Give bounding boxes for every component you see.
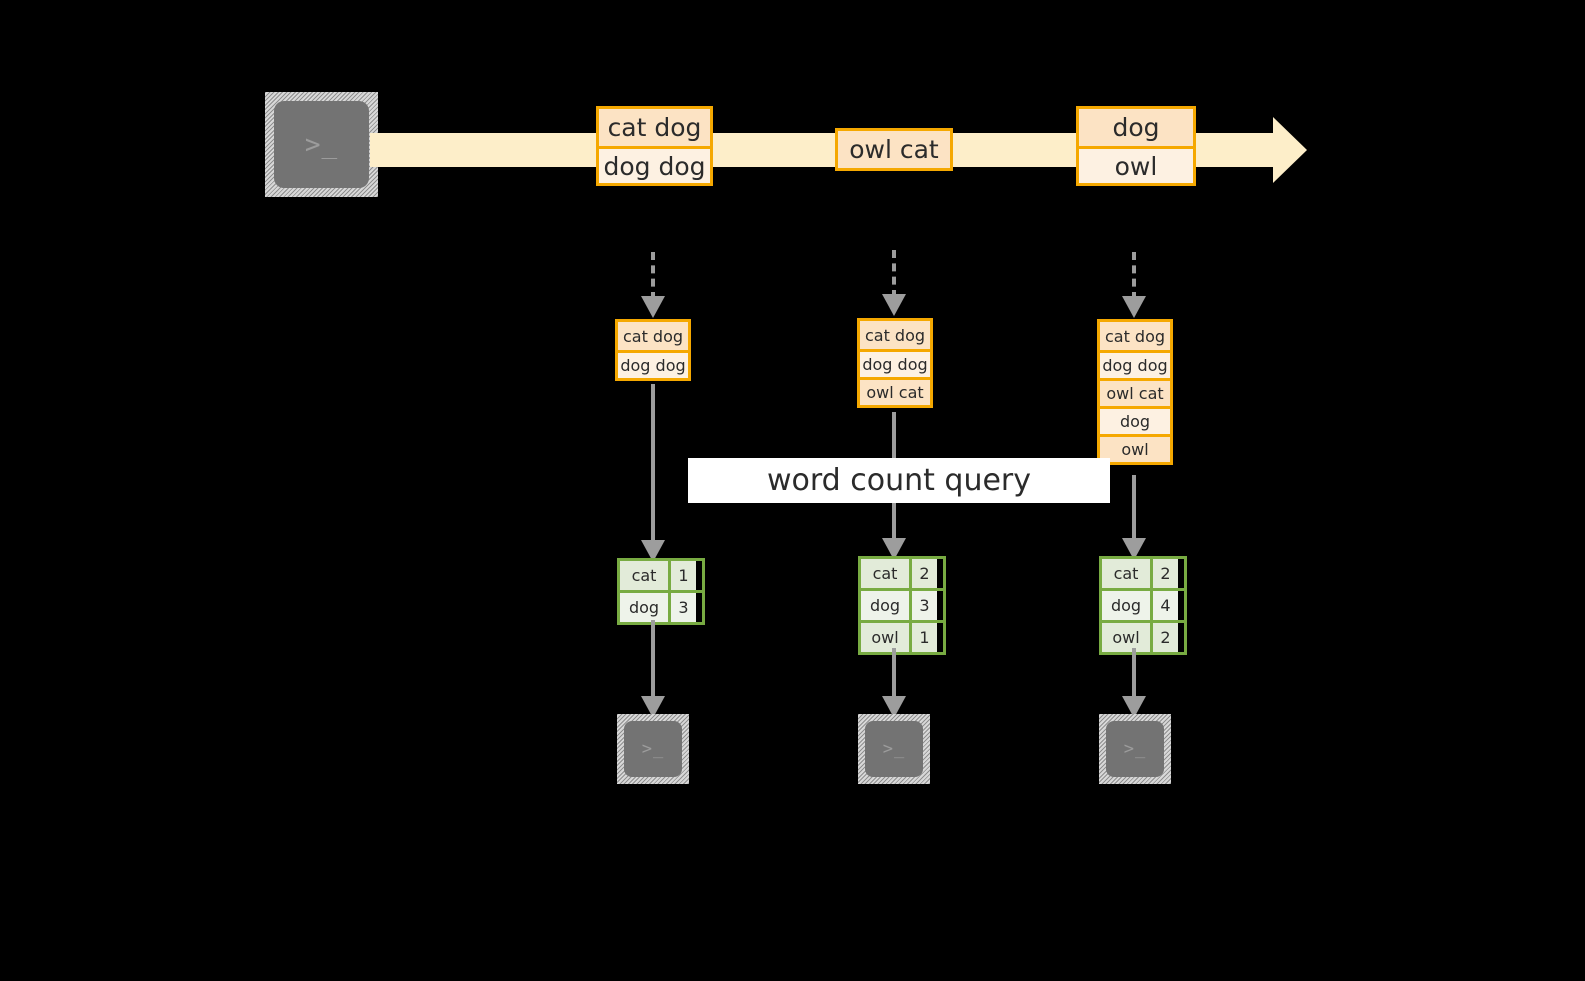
accumulated-state-1: cat dog dog dog (615, 319, 691, 381)
stream-event-3: dog owl (1076, 106, 1196, 186)
stream-event-line: owl (1079, 146, 1193, 183)
arrow-head (882, 538, 906, 560)
accumulated-line: cat dog (1100, 322, 1170, 350)
result-table-stage-3: cat 2 dog 4 owl 2 (1099, 556, 1187, 655)
result-count: 1 (668, 561, 696, 590)
terminal-body (865, 721, 923, 777)
arrow-shaft (1132, 252, 1136, 300)
sink-terminal-stage-1: >_ (617, 714, 689, 784)
accumulated-line: dog dog (860, 349, 930, 377)
event-stream-arrowhead (1273, 117, 1307, 183)
arrow-head (1122, 538, 1146, 560)
arrow-shaft (1132, 648, 1136, 700)
table-row: dog 3 (861, 588, 943, 620)
table-row: cat 2 (861, 559, 943, 588)
dashed-arrow-stage-3 (1122, 252, 1146, 318)
result-word: cat (861, 559, 909, 588)
table-row: owl 1 (861, 620, 943, 652)
table-row: owl 2 (1102, 620, 1184, 652)
terminal-prompt-glyph: >_ (1123, 739, 1147, 759)
accumulated-line: owl cat (860, 377, 930, 405)
terminal-prompt-glyph: >_ (882, 739, 906, 759)
terminal-body (1106, 721, 1164, 777)
arrow-head (641, 296, 665, 318)
arrow-shaft (892, 250, 896, 298)
table-row: cat 2 (1102, 559, 1184, 588)
source-terminal-icon: >_ (265, 92, 378, 197)
accumulated-line: dog (1100, 406, 1170, 434)
terminal-prompt-glyph: >_ (641, 739, 665, 759)
stream-event-2: owl cat (835, 128, 953, 171)
result-table-stage-1: cat 1 dog 3 (617, 558, 705, 625)
arrow-shaft (651, 252, 655, 300)
arrow-shaft (892, 648, 896, 700)
result-count: 4 (1150, 591, 1178, 620)
result-word: cat (1102, 559, 1150, 588)
arrow-shaft (651, 384, 655, 544)
result-count: 2 (1150, 559, 1178, 588)
terminal-body (624, 721, 682, 777)
result-table-stage-2: cat 2 dog 3 owl 1 (858, 556, 946, 655)
accumulated-line: dog dog (618, 350, 688, 378)
arrow-shaft (1132, 475, 1136, 542)
sink-arrow-stage-3 (1122, 648, 1146, 718)
result-count: 1 (909, 623, 937, 652)
arrow-shaft (651, 620, 655, 700)
result-count: 3 (909, 591, 937, 620)
result-word: dog (1102, 591, 1150, 620)
sink-terminal-stage-3: >_ (1099, 714, 1171, 784)
accumulated-line: cat dog (860, 321, 930, 349)
arrow-head (641, 696, 665, 718)
result-word: owl (1102, 623, 1150, 652)
query-arrow-stage-3 (1122, 475, 1146, 560)
sink-arrow-stage-2 (882, 648, 906, 718)
accumulated-state-2: cat dog dog dog owl cat (857, 318, 933, 408)
stream-event-line: dog dog (599, 146, 710, 183)
stream-event-line: cat dog (599, 109, 710, 146)
table-row: dog 4 (1102, 588, 1184, 620)
sink-terminal-stage-2: >_ (858, 714, 930, 784)
stream-event-line: owl cat (838, 131, 950, 168)
stream-event-line: dog (1079, 109, 1193, 146)
table-row: cat 1 (620, 561, 702, 590)
terminal-body (274, 101, 369, 188)
result-word: dog (861, 591, 909, 620)
result-word: owl (861, 623, 909, 652)
accumulated-line: cat dog (618, 322, 688, 350)
query-arrow-stage-1 (641, 384, 665, 562)
arrow-head (882, 294, 906, 316)
result-word: dog (620, 593, 668, 622)
accumulated-state-3: cat dog dog dog owl cat dog owl (1097, 319, 1173, 465)
arrow-head (882, 696, 906, 718)
result-count: 3 (668, 593, 696, 622)
arrow-head (1122, 696, 1146, 718)
arrow-head (1122, 296, 1146, 318)
accumulated-line: owl (1100, 434, 1170, 462)
terminal-prompt-glyph: >_ (304, 129, 339, 160)
accumulated-line: dog dog (1100, 350, 1170, 378)
query-banner-label: word count query (766, 463, 1032, 498)
result-count: 2 (1150, 623, 1178, 652)
result-word: cat (620, 561, 668, 590)
dashed-arrow-stage-1 (641, 252, 665, 318)
dashed-arrow-stage-2 (882, 250, 906, 316)
query-banner: word count query (688, 458, 1110, 503)
table-row: dog 3 (620, 590, 702, 622)
arrow-head (641, 540, 665, 562)
stream-event-1: cat dog dog dog (596, 106, 713, 186)
result-count: 2 (909, 559, 937, 588)
accumulated-line: owl cat (1100, 378, 1170, 406)
sink-arrow-stage-1 (641, 620, 665, 718)
